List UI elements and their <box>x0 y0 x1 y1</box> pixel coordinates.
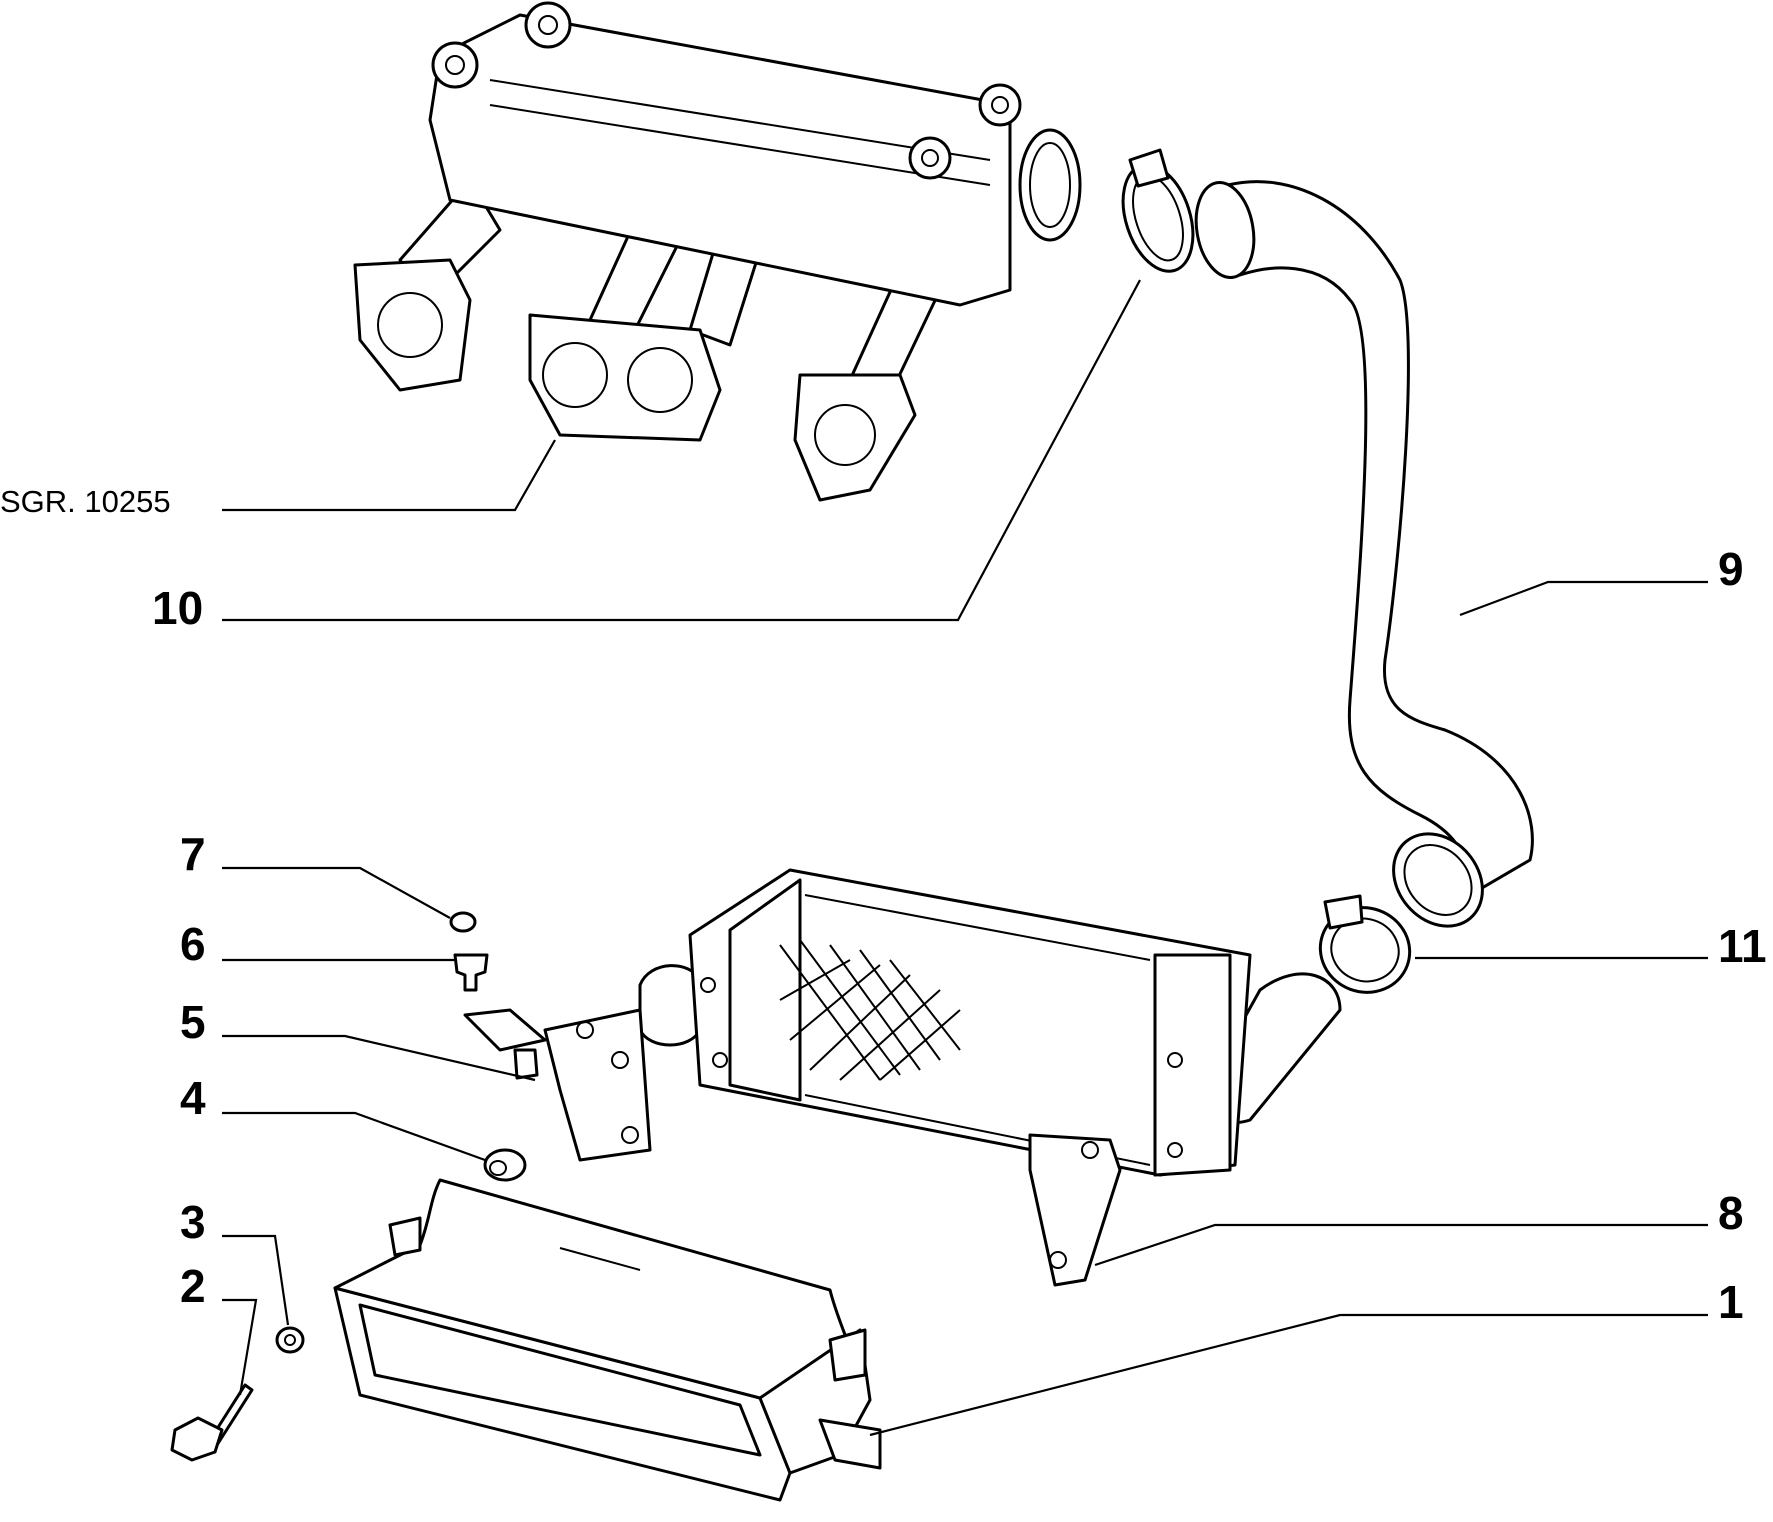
hose-clamp-lower <box>1318 894 1412 994</box>
right-bracket <box>1028 1133 1122 1287</box>
callout-labels: SGR. 10255 10 9 11 8 1 7 6 5 4 3 2 <box>0 484 1767 1328</box>
reference-label: SGR. 10255 <box>0 484 171 519</box>
intake-manifold <box>353 1 1082 502</box>
air-duct <box>333 1178 882 1502</box>
callout-9: 9 <box>1718 543 1744 595</box>
leader-line-5 <box>222 1034 536 1082</box>
callout-10: 10 <box>152 582 203 634</box>
leader-line-7 <box>222 866 451 919</box>
hose-clamp-upper <box>1121 148 1195 273</box>
intercooler-hose <box>1194 180 1534 928</box>
leader-line-1 <box>869 1313 1708 1437</box>
callout-11: 11 <box>1718 920 1767 972</box>
leader-line-10 <box>222 279 1141 622</box>
leader-lines <box>222 279 1708 1437</box>
intercooler <box>638 868 1342 1177</box>
callout-4: 4 <box>180 1072 206 1124</box>
nut-4 <box>483 1148 527 1182</box>
leader-line-8 <box>1094 1223 1708 1267</box>
bolt-2 <box>170 1383 254 1462</box>
leader-line-3 <box>222 1234 290 1326</box>
callout-2: 2 <box>180 1260 206 1312</box>
callout-5: 5 <box>180 996 206 1048</box>
left-bracket <box>463 1008 652 1162</box>
leader-line-9 <box>1459 580 1708 617</box>
leader-line-4 <box>222 1111 486 1162</box>
callout-7: 7 <box>180 828 206 880</box>
washer-7 <box>449 911 477 933</box>
leader-line-2 <box>222 1298 258 1396</box>
screw-6 <box>453 953 489 992</box>
callout-1: 1 <box>1718 1276 1744 1328</box>
bolt-5-stub <box>513 1048 539 1080</box>
washer-3 <box>275 1326 305 1354</box>
callout-3: 3 <box>180 1196 206 1248</box>
callout-8: 8 <box>1718 1187 1744 1239</box>
leader-line-ref <box>222 439 556 512</box>
callout-6: 6 <box>180 918 206 970</box>
